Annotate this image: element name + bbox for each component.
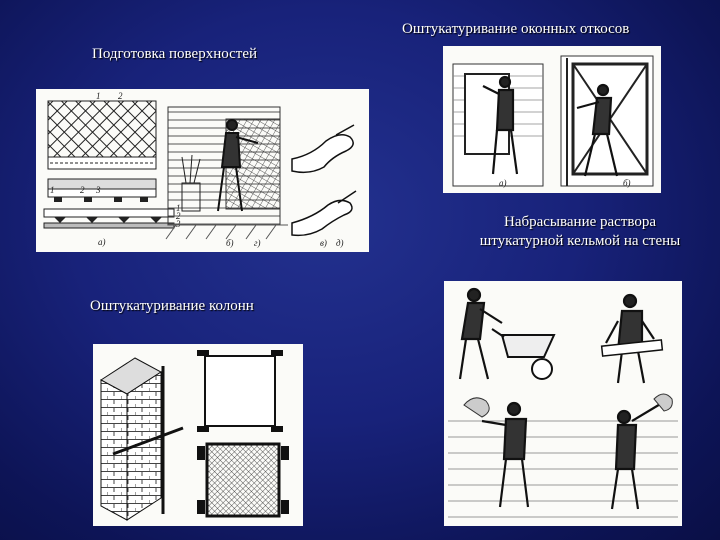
window-fig-label-b: б) (623, 178, 631, 188)
throwing-mortar-illustration (444, 281, 682, 526)
surface-fig-label-4: 2 (80, 185, 85, 195)
caption-surface-preparation: Подготовка поверхностей (92, 46, 257, 62)
surface-fig-label-2: 2 (118, 91, 123, 101)
window-fig-label-a: а) (499, 178, 507, 188)
caption-window-reveals: Оштукатуривание оконных откосов (402, 21, 630, 37)
worker-illustration: а) б) (452, 55, 654, 188)
surface-fig-label-c: в) (320, 238, 327, 248)
column-plastering-illustration (93, 344, 303, 526)
surface-fig-label-1: 1 (96, 91, 101, 101)
caption-throwing-mortar: Набрасывание раствора штукатурной кельмо… (440, 213, 720, 251)
surface-fig-label-d: г) (254, 238, 261, 248)
caption-column-plastering: Оштукатуривание колонн (90, 298, 254, 314)
hatched-lattice-illustration: 1 2 1 2 3 1 2 3 а) (43, 91, 357, 248)
caption-throwing-mortar-line1: Набрасывание раствора (503, 214, 657, 230)
surface-fig-label-a: а) (98, 237, 106, 247)
window-reveals-illustration: а) б) (443, 46, 661, 193)
surface-fig-label-e: д) (336, 238, 344, 248)
surface-preparation-illustration: 1 2 1 2 3 1 2 3 а) (36, 89, 369, 252)
surface-fig-label-5: 3 (95, 185, 101, 195)
surface-fig-label-b: б) (226, 238, 234, 248)
surface-fig-label-3: 1 (50, 185, 55, 195)
brick-column-illustration (100, 350, 289, 521)
wheelbarrow-illustration (448, 287, 678, 518)
worker-illustration (217, 119, 259, 212)
caption-throwing-mortar-line2: штукатурной кельмой на стены (479, 233, 681, 249)
